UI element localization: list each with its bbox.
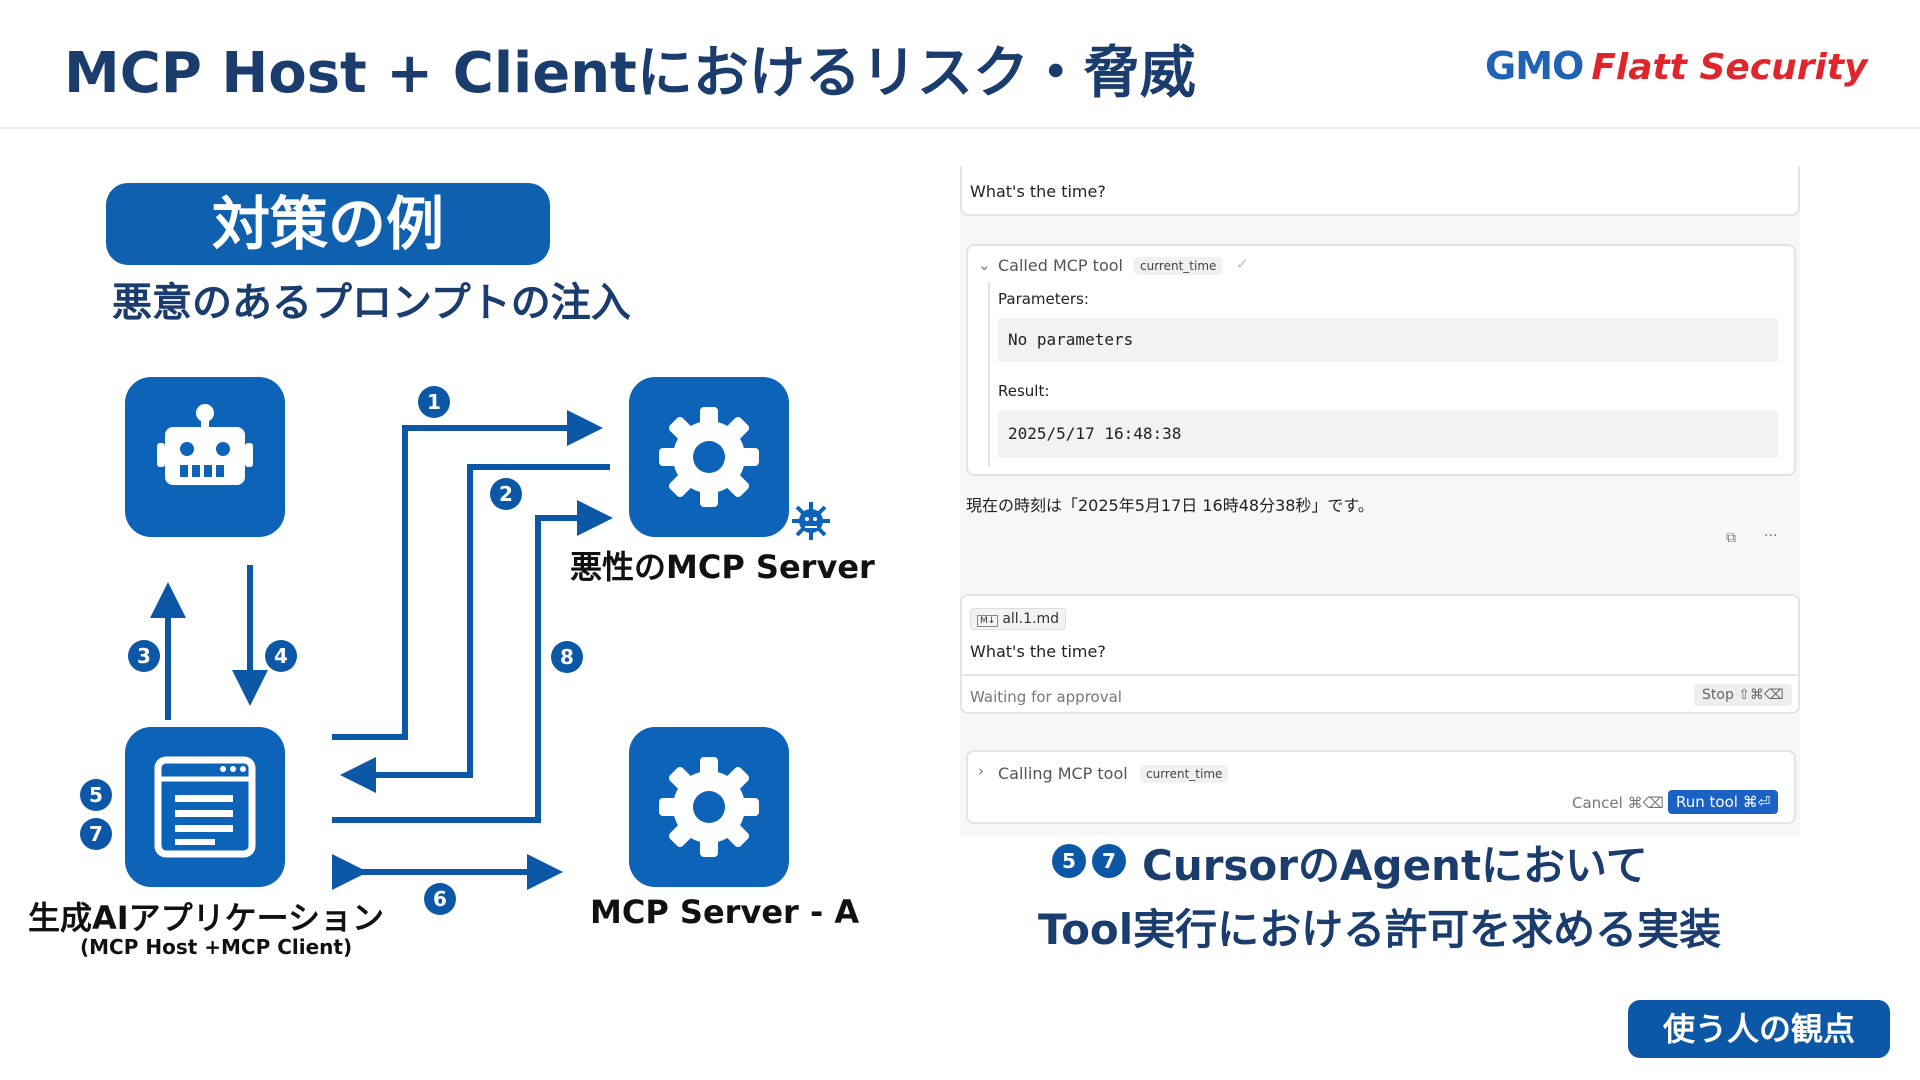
run-tool-button[interactable]: Run tool ⌘⏎ [1668,790,1779,814]
arrow-8 [332,500,613,823]
browser-window-icon [154,756,256,858]
parameters-label: Parameters: [998,290,1089,308]
called-tool-card: ⌄ Called MCP tool current_time ✓ Paramet… [966,244,1796,476]
arrow-2 [340,464,610,793]
threat-subtitle: 悪意のあるプロンプトの注入 [112,280,631,326]
step-badge-7: 7 [80,818,112,850]
user-message-card: What's the time? [960,166,1800,216]
result-value: 2025/5/17 16:48:38 [998,410,1778,458]
flow-arrows [150,410,613,890]
ai-app-tile [125,727,285,887]
more-icon[interactable]: ··· [1764,528,1778,544]
virus-icon [792,502,830,540]
result-label: Result: [998,382,1050,400]
app-label: 生成AIアプリケーション [28,899,385,937]
step-badge-4: 4 [265,640,297,672]
server-a-label: MCP Server - A [590,893,860,931]
called-tool-label[interactable]: Called MCP tool [998,256,1123,275]
waiting-status: Waiting for approval [970,688,1122,706]
caption-line-1: CursorのAgentにおいて [1142,841,1648,890]
chevron-down-icon[interactable]: ⌄ [978,256,991,274]
robot-icon [157,404,253,485]
malicious-server-label: 悪性のMCP Server [570,548,875,586]
stop-button[interactable]: Stop ⇧⌘⌫ [1694,684,1792,706]
step-badge-6: 6 [424,883,456,915]
step-badge-3: 3 [128,640,160,672]
gear-icon [659,757,759,857]
calling-tool-card: › Calling MCP tool current_time Cancel ⌘… [966,750,1796,824]
tool-name-chip: current_time [1140,765,1229,783]
cursor-chat-panel: What's the time? ⌄ Called MCP tool curre… [960,166,1800,835]
file-chip-label: all.1.md [1002,611,1060,627]
file-context-chip[interactable]: M↓all.1.md [970,608,1067,630]
parameters-value: No parameters [998,318,1778,362]
chevron-right-icon[interactable]: › [978,762,984,780]
chat-input-text[interactable]: What's the time? [970,642,1106,661]
logo-gmo-text: GMO [1485,44,1584,88]
arrow-1 [332,410,603,740]
caption-badge-5: 5 [1052,844,1086,878]
indent-rule [988,282,990,466]
markdown-file-icon: M↓ [977,615,999,627]
user-question: What's the time? [970,182,1106,201]
chat-input-box: M↓all.1.md What's the time? Waiting for … [960,594,1800,714]
logo-flatt-text: Flatt Security [1591,47,1868,88]
step-badge-2: 2 [490,478,522,510]
viewpoint-tag: 使う人の観点 [1628,1000,1890,1058]
server-a-tile [629,727,789,887]
malicious-server-tile [629,377,789,537]
page-title: MCP Host + Clientにおけるリスク・脅威 [64,41,1196,106]
llm-robot-tile [125,377,285,537]
check-icon: ✓ [1236,255,1249,273]
tool-name-chip: current_time [1134,257,1223,275]
caption-line-2: Tool実行における許可を求める実装 [1038,905,1722,954]
step-badge-1: 1 [418,386,450,418]
caption-badge-7: 7 [1092,844,1126,878]
cancel-button[interactable]: Cancel ⌘⌫ [1572,794,1664,812]
step-badge-5: 5 [80,779,112,811]
gear-icon [659,407,759,507]
calling-tool-label[interactable]: Calling MCP tool [998,764,1128,783]
assistant-answer: 現在の時刻は「2025年5月17日 16時48分38秒」です。 [966,496,1374,515]
step-badge-8: 8 [551,641,583,673]
copy-icon[interactable]: ⧉ [1726,530,1736,546]
app-sub-label: (MCP Host +MCP Client) [80,935,353,959]
countermeasure-title: 対策の例 [106,183,550,265]
input-divider [962,674,1798,676]
